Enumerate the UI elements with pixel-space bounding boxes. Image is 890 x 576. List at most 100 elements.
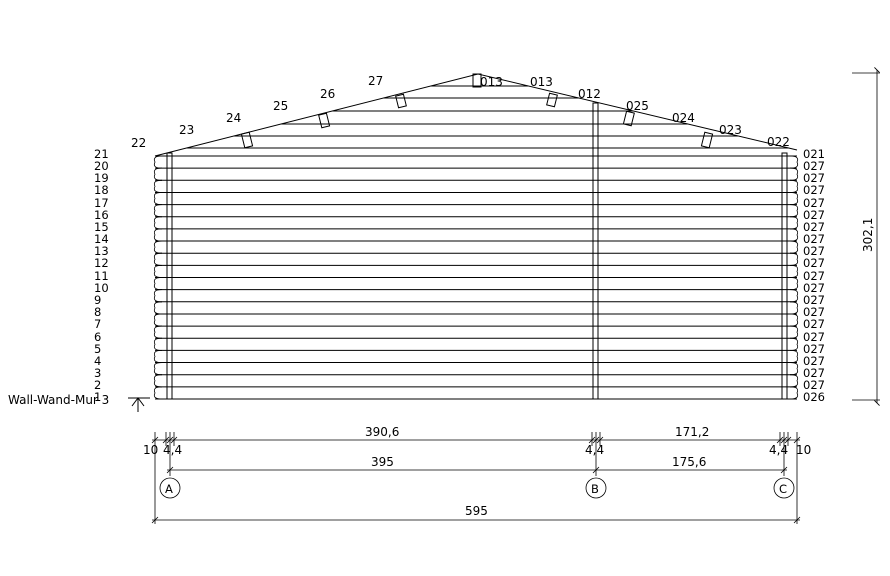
course-number-right: 027	[803, 342, 825, 356]
log-end-right	[789, 350, 799, 363]
course-number-left: 1	[94, 390, 101, 404]
log-end-right	[789, 264, 799, 278]
course-number-left: 4	[94, 354, 101, 368]
course-number-left: 5	[94, 342, 101, 356]
log-end-left	[153, 374, 163, 388]
course-number-right: 027	[803, 269, 825, 283]
course-number-left: 20	[94, 159, 109, 173]
course-number-left: 7	[94, 317, 101, 331]
log-end-right	[789, 325, 799, 339]
log-end-left	[153, 325, 163, 339]
axis-marker-a	[159, 477, 181, 499]
log-end-right	[789, 313, 799, 327]
log-end-left	[153, 301, 163, 315]
log-end-right	[789, 179, 799, 193]
gable	[154, 73, 798, 157]
log-end-right	[789, 228, 799, 242]
gable-label: 013	[530, 75, 553, 89]
gable-label: 22	[131, 136, 146, 150]
log-end-left	[153, 192, 163, 205]
course-number-left: 9	[94, 293, 101, 307]
gable-label: 25	[273, 99, 288, 113]
gable-label: 23	[179, 123, 194, 137]
course-number-left: 6	[94, 330, 101, 344]
log-end-left	[153, 264, 163, 278]
log-end-right	[789, 301, 799, 315]
log-end-left	[153, 252, 163, 266]
course-number-left: 8	[94, 305, 101, 319]
gable-label: 013	[480, 75, 503, 89]
axis-label: B	[591, 482, 599, 496]
course-number-left: 13	[94, 244, 109, 258]
log-end-left	[153, 313, 163, 327]
dim-text: 175,6	[672, 455, 706, 469]
log-end-right	[789, 386, 799, 400]
log-courses	[153, 155, 799, 400]
course-number-left: 12	[94, 256, 109, 270]
dim-text: 171,2	[675, 425, 709, 439]
dim-text: 595	[465, 504, 488, 518]
height-dim-text: 302,1	[861, 218, 875, 252]
log-end-left	[153, 167, 163, 181]
log-end-left	[153, 386, 163, 400]
course-number-right: 027	[803, 171, 825, 185]
log-end-left	[153, 289, 163, 303]
course-number-right: 026	[803, 390, 825, 404]
dim-text: 395	[371, 455, 394, 469]
course-number-right: 027	[803, 317, 825, 331]
gable-right-labels: 013 013 012 025 024 023 022	[480, 75, 790, 149]
course-number-right: 027	[803, 159, 825, 173]
log-end-right	[789, 289, 799, 303]
log-end-right	[789, 362, 799, 376]
dim-text: 390,6	[365, 425, 399, 439]
course-number-right: 027	[803, 244, 825, 258]
horizontal-dimensions: 10 4,4 390,6 4,4 171,2 4,4 10 395 175,6 …	[143, 425, 811, 524]
course-number-left: 19	[94, 171, 109, 185]
axis-label: A	[165, 482, 173, 496]
purlin	[240, 131, 254, 149]
log-end-left	[153, 155, 163, 169]
log-end-right	[789, 277, 799, 291]
log-end-right	[789, 216, 799, 230]
gable-label: 27	[368, 74, 383, 88]
course-number-right: 027	[803, 330, 825, 344]
height-dimension: 302,1	[852, 67, 880, 406]
right-course-numbers: 0260270270270270270270270270270270270270…	[803, 147, 825, 404]
course-number-right: 027	[803, 378, 825, 392]
course-number-right: 027	[803, 220, 825, 234]
axis-marker-b	[585, 477, 607, 499]
dim-text: 10	[796, 443, 811, 457]
log-end-right	[789, 252, 799, 266]
course-number-left: 21	[94, 147, 109, 161]
log-end-right	[789, 155, 799, 169]
wall-label-group: Wall-Wand-Mur 3	[8, 393, 150, 412]
wall-label: Wall-Wand-Mur 3	[8, 393, 109, 407]
course-number-right: 027	[803, 196, 825, 210]
gable-label: 025	[626, 99, 649, 113]
log-end-right	[789, 337, 799, 351]
gable-left-labels: 22 23 24 25 26 27	[131, 74, 383, 150]
ridge-purlin	[472, 73, 482, 88]
course-number-right: 027	[803, 366, 825, 380]
course-number-right: 027	[803, 208, 825, 222]
course-number-left: 16	[94, 208, 109, 222]
log-end-left	[153, 216, 163, 230]
log-end-right	[789, 167, 799, 181]
course-number-left: 15	[94, 220, 109, 234]
purlin	[318, 112, 331, 129]
course-number-left: 3	[94, 366, 101, 380]
course-number-right: 027	[803, 354, 825, 368]
course-number-right: 027	[803, 305, 825, 319]
purlin	[622, 110, 635, 127]
dim-text: 10	[143, 443, 158, 457]
course-number-right: 021	[803, 147, 825, 161]
log-end-left	[153, 337, 163, 351]
course-number-left: 14	[94, 232, 109, 246]
gable-label: 024	[672, 111, 695, 125]
log-end-right	[789, 204, 799, 218]
log-end-left	[153, 277, 163, 291]
course-number-right: 027	[803, 256, 825, 270]
log-end-right	[789, 240, 799, 254]
course-number-left: 2	[94, 378, 101, 392]
